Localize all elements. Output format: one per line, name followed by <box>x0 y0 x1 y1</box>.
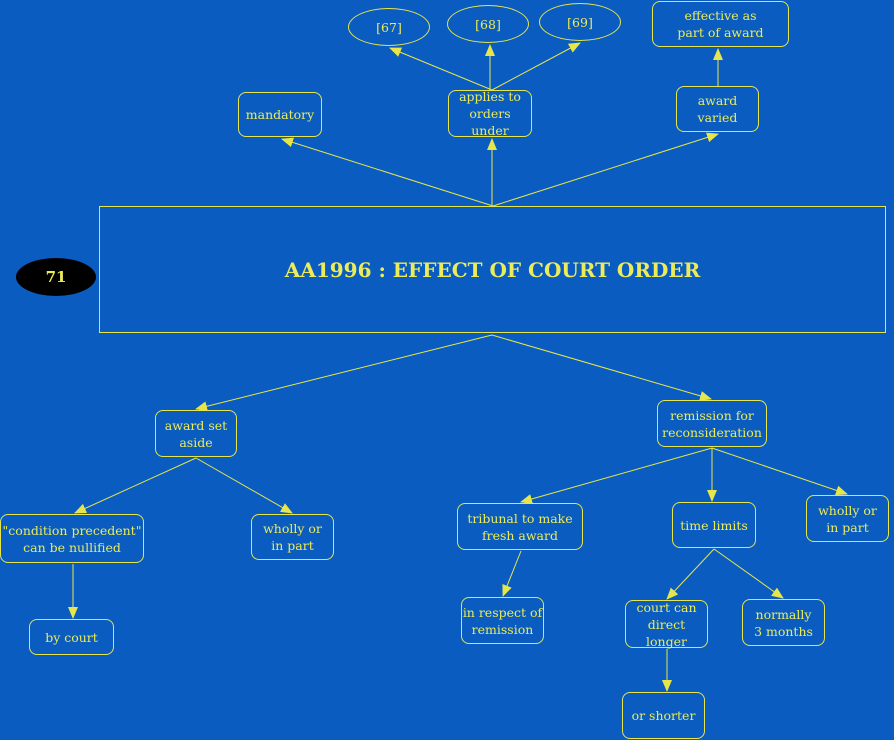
node-in-respect-of-remission: in respect of remission <box>461 597 544 644</box>
diagram-title-box: AA1996 : EFFECT OF COURT ORDER <box>99 206 886 333</box>
node-normally-3-months: normally 3 months <box>742 599 825 646</box>
connector-tribunal-to-respect <box>502 550 522 597</box>
connector-time-limits-to-court-can <box>666 548 715 600</box>
connector-time-limits-to-normally <box>713 548 784 599</box>
node-effective-as-part-of-award: effective as part of award <box>652 1 789 47</box>
connector-root-to-varied <box>492 132 719 207</box>
connector-root-to-set-aside <box>195 334 493 412</box>
node-remission-for-reconsideration: remission for reconsideration <box>657 400 767 447</box>
diagram-number-badge: 71 <box>16 258 96 296</box>
node-ref-67: [67] <box>348 8 430 46</box>
connector-applies-to-ref-69 <box>491 42 581 91</box>
connector-remission-to-tribunal <box>520 447 713 504</box>
node-award-varied: award varied <box>676 86 759 132</box>
node-court-can-direct-longer: court can direct longer <box>625 600 708 649</box>
connector-root-to-remission <box>491 334 712 401</box>
node-tribunal-to-make-fresh-award: tribunal to make fresh award <box>457 503 583 550</box>
node-ref-68: [68] <box>447 5 529 43</box>
connector-root-to-mandatory <box>281 137 494 207</box>
node-or-shorter: or shorter <box>622 692 705 739</box>
node-mandatory: mandatory <box>238 92 322 137</box>
connector-remission-to-wholly <box>711 447 848 496</box>
diagram-title: AA1996 : EFFECT OF COURT ORDER <box>284 257 701 282</box>
node-wholly-or-in-part-left: wholly or in part <box>251 514 334 560</box>
node-wholly-or-in-part-right: wholly or in part <box>806 495 889 542</box>
connector-set-aside-to-condition <box>74 457 197 514</box>
node-condition-precedent: "condition precedent" can be nullified <box>0 514 144 563</box>
node-ref-69: [69] <box>539 3 621 41</box>
node-by-court: by court <box>29 619 114 655</box>
node-award-set-aside: award set aside <box>155 410 237 457</box>
node-applies-to-orders-under: applies to orders under <box>448 89 532 138</box>
connector-set-aside-to-wholly <box>195 457 293 514</box>
node-time-limits: time limits <box>672 502 756 548</box>
connector-applies-to-ref-67 <box>389 47 493 91</box>
